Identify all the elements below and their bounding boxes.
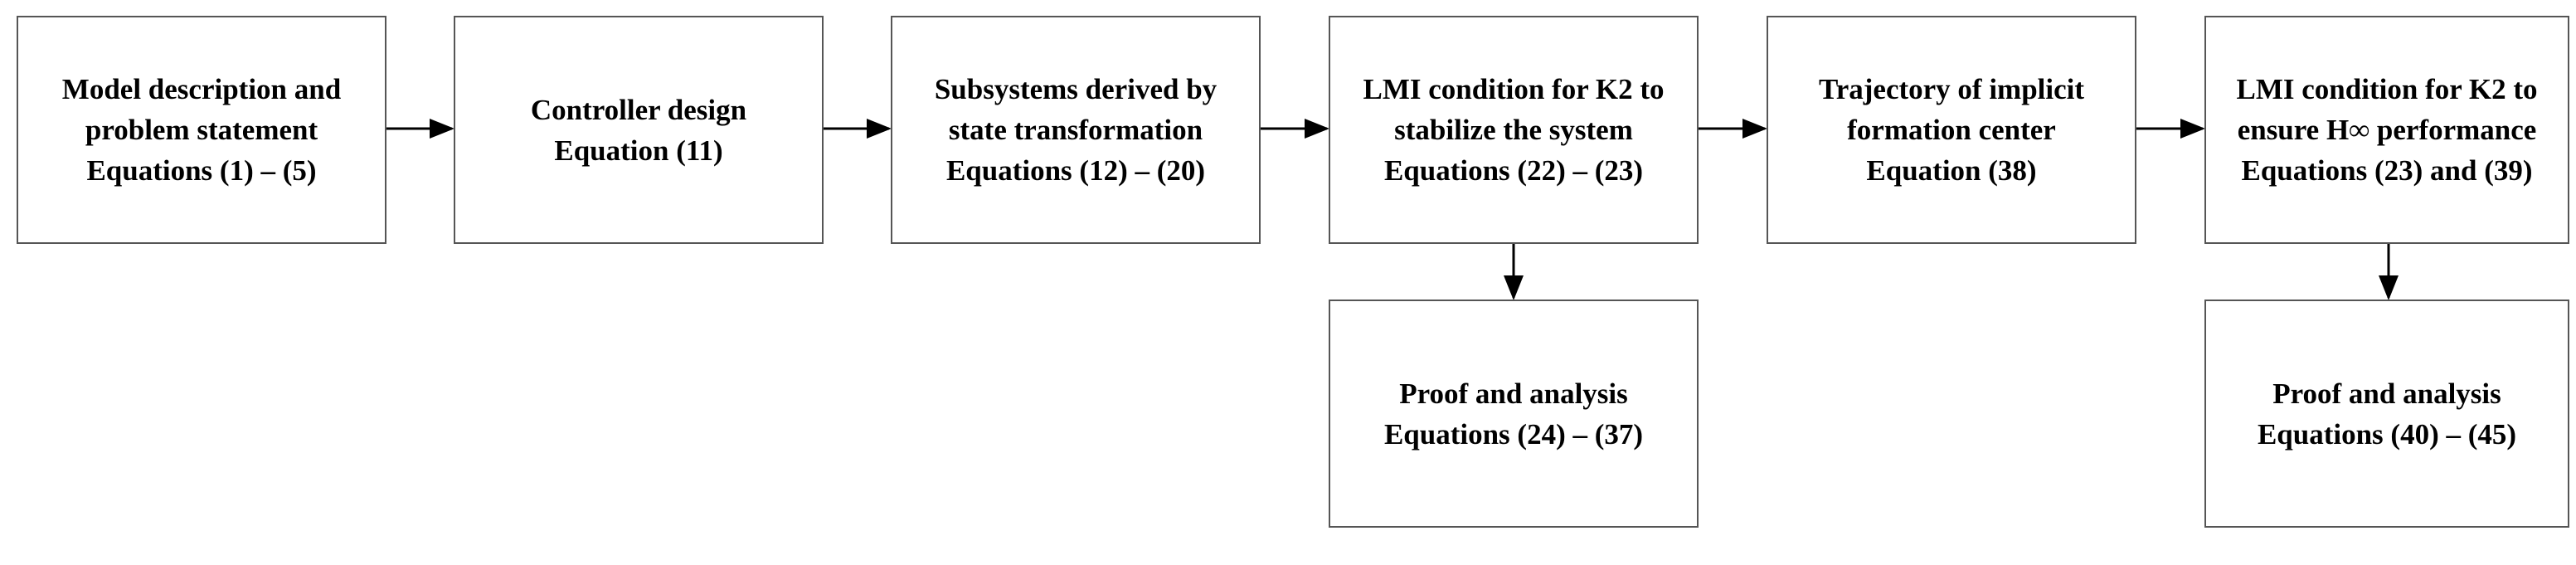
box-lmi-hinf-line-2: ensure H∞ performance xyxy=(2237,114,2537,146)
box-subsystems-line-1: Subsystems derived by xyxy=(934,73,1218,105)
box-lmi-stabilize: LMI condition for K2 to stabilize the sy… xyxy=(1329,16,1699,244)
box-controller-line-2: Equation (11) xyxy=(554,134,723,167)
box-lmi-hinf-line-1: LMI condition for K2 to xyxy=(2236,73,2538,105)
box-lmi-stabilize-line-2: stabilize the system xyxy=(1394,114,1633,146)
box-lmi-hinf-line-3: Equations (23) and (39) xyxy=(2241,154,2533,187)
box-trajectory-line-2: formation center xyxy=(1847,114,2056,146)
box-trajectory-line-1: Trajectory of implicit xyxy=(1818,73,2085,105)
box-trajectory-line-3: Equation (38) xyxy=(1866,154,2037,187)
box-proof-1-line-1: Proof and analysis xyxy=(1399,377,1628,410)
box-model-line-3: Equations (1) – (5) xyxy=(86,154,317,187)
box-trajectory: Trajectory of implicit formation center … xyxy=(1767,16,2136,244)
box-subsystems: Subsystems derived by state transformati… xyxy=(891,16,1261,244)
box-controller-line-1: Controller design xyxy=(530,93,747,126)
box-proof-analysis-2: Proof and analysis Equations (40) – (45) xyxy=(2204,300,2569,528)
box-lmi-hinf: LMI condition for K2 to ensure H∞ perfor… xyxy=(2204,16,2569,244)
box-model-line-2: problem statement xyxy=(85,114,318,146)
box-lmi-stabilize-line-1: LMI condition for K2 to xyxy=(1363,73,1665,105)
box-model-line-1: Model description and xyxy=(61,73,342,105)
box-proof-analysis-1: Proof and analysis Equations (24) – (37) xyxy=(1329,300,1699,528)
box-proof-2-line-2: Equations (40) – (45) xyxy=(2257,417,2517,451)
box-subsystems-line-2: state transformation xyxy=(948,114,1203,146)
box-model-description: Model description and problem statement … xyxy=(17,16,386,244)
box-controller-design: Controller design Equation (11) xyxy=(454,16,824,244)
box-proof-1-line-2: Equations (24) – (37) xyxy=(1383,417,1644,451)
box-subsystems-line-3: Equations (12) – (20) xyxy=(945,154,1206,187)
box-lmi-stabilize-line-3: Equations (22) – (23) xyxy=(1383,154,1644,187)
box-proof-2-line-1: Proof and analysis xyxy=(2272,377,2501,410)
